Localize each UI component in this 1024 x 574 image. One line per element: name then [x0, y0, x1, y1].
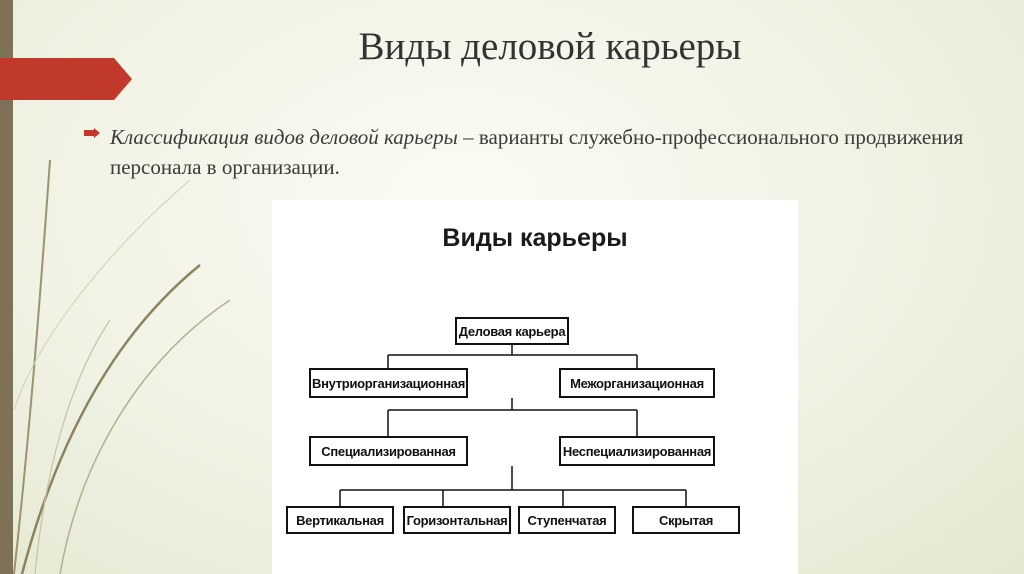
node-intraorganizational: Внутриорганизационная: [309, 368, 468, 398]
bullet-term: Классификация видов деловой карьеры: [110, 125, 458, 149]
connector-lines: [339, 345, 687, 506]
node-vertical: Вертикальная: [286, 506, 394, 534]
node-specialized: Специализированная: [309, 436, 468, 466]
diagram-title: Виды карьеры: [442, 224, 628, 252]
left-side-bar: [0, 0, 13, 574]
node-stepped: Ступенчатая: [518, 506, 616, 534]
decorative-curves: [13, 159, 231, 574]
title-red-tab: [0, 58, 132, 100]
node-horizontal: Горизонтальная: [403, 506, 511, 534]
bullet-definition: – варианты служебно-профессионального пр…: [110, 125, 964, 179]
node-interorganizational: Межорганизационная: [559, 368, 715, 398]
node-hidden: Скрытая: [632, 506, 740, 534]
bullet-arrow-icon: [84, 128, 100, 138]
node-nonspecialized: Неспециализированная: [559, 436, 715, 466]
root-node: Деловая карьера: [455, 317, 569, 345]
career-types-diagram: Виды карьеры Деловая карьера Внутриорган…: [272, 200, 798, 574]
bullet-paragraph: Классификация видов деловой карьеры – ва…: [110, 122, 1010, 182]
slide-title: Виды деловой карьеры: [358, 25, 742, 68]
